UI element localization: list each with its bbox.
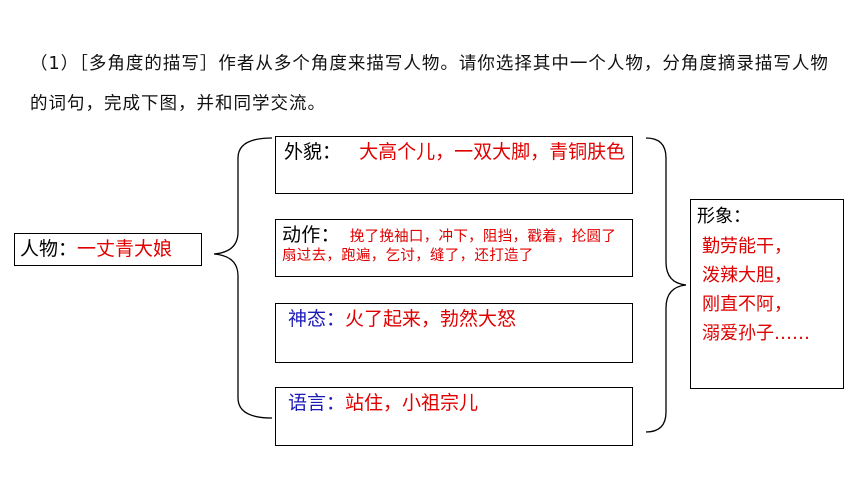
speech-box: 语言：站住，小祖宗儿 <box>275 387 633 446</box>
image-trait: 溺爱孙子…… <box>702 323 810 344</box>
character-value: 一丈青大娘 <box>77 238 173 260</box>
right-brace <box>645 137 687 433</box>
character-text: 人物：一丈青大娘 <box>20 238 197 260</box>
image-box: 形象： <box>690 199 844 389</box>
image-label-wrap: 形象： <box>697 206 839 228</box>
expression-label: 神态： <box>288 308 346 330</box>
speech-text: 语言：站住，小祖宗儿 <box>288 392 628 414</box>
left-brace <box>213 137 273 419</box>
image-traits: 勤劳能干， 泼辣大胆， 刚直不阿， 溺爱孙子…… <box>702 232 810 348</box>
action-label: 动作： <box>282 224 340 246</box>
instruction-text: （1）［多角度的描写］作者从多个角度来描写人物。请你选择其中一个人物，分角度摘录… <box>30 54 829 114</box>
character-box: 人物：一丈青大娘 <box>14 233 202 266</box>
appearance-text: 外貌： 大高个儿，一双大脚，青铜肤色 <box>284 141 628 163</box>
image-trait: 勤劳能干， <box>702 236 792 257</box>
appearance-box: 外貌： 大高个儿，一双大脚，青铜肤色 <box>275 136 633 194</box>
expression-value: 火了起来，勃然大怒 <box>345 308 517 330</box>
action-value: 挽了挽袖口，冲下，阻挡，戳着，抡圆了扇过去，跑遍，乞讨，缝了，还打造了 <box>282 229 617 264</box>
expression-text: 神态：火了起来，勃然大怒 <box>288 308 628 330</box>
action-text: 动作： 挽了挽袖口，冲下，阻挡，戳着，抡圆了扇过去，跑遍，乞讨，缝了，还打造了 <box>282 226 630 266</box>
image-trait: 刚直不阿， <box>702 294 792 315</box>
speech-value: 站住，小祖宗儿 <box>345 392 479 414</box>
speech-label: 语言： <box>288 392 346 414</box>
action-box: 动作： 挽了挽袖口，冲下，阻挡，戳着，抡圆了扇过去，跑遍，乞讨，缝了，还打造了 <box>275 219 633 277</box>
character-label: 人物： <box>20 238 78 260</box>
appearance-value: 大高个儿，一双大脚，青铜肤色 <box>359 141 626 163</box>
expression-box: 神态：火了起来，勃然大怒 <box>275 303 633 363</box>
image-trait: 泼辣大胆， <box>702 265 792 286</box>
appearance-label: 外貌： <box>284 141 342 163</box>
image-label: 形象： <box>697 206 751 227</box>
